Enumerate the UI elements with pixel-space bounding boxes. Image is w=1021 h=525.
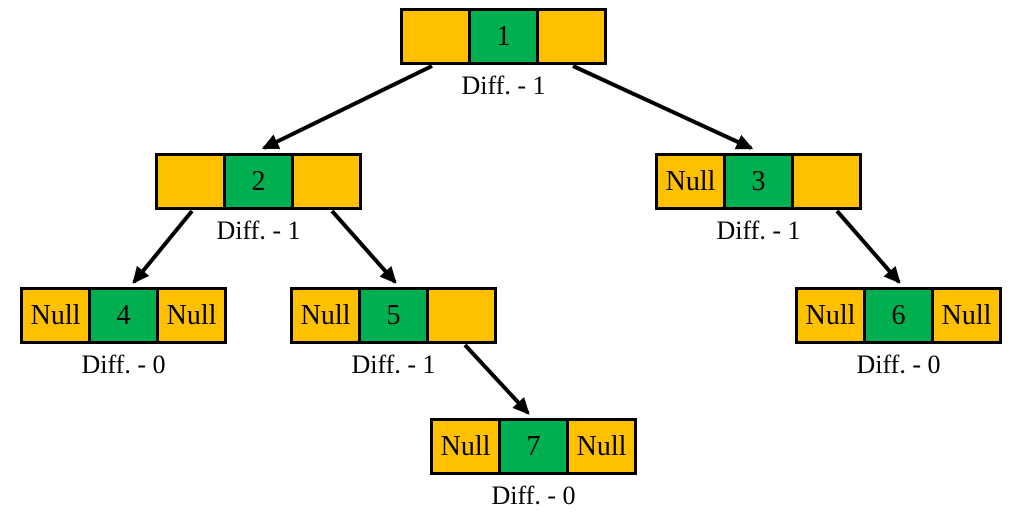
left-pointer-cell: Null	[798, 290, 863, 341]
right-pointer-cell: Null	[934, 290, 999, 341]
left-pointer-cell	[403, 11, 468, 62]
value-cell: 7	[498, 421, 569, 472]
tree-node-2: 2	[155, 153, 362, 210]
diff-label-node-7: Diff. - 0	[491, 481, 576, 510]
value-cell: 2	[223, 156, 294, 207]
value-cell: 4	[88, 290, 159, 341]
value-cell: 1	[468, 11, 539, 62]
right-pointer-cell: Null	[159, 290, 224, 341]
right-pointer-cell: Null	[569, 421, 634, 472]
left-pointer-cell: Null	[23, 290, 88, 341]
left-pointer-cell: Null	[433, 421, 498, 472]
diff-label-node-3: Diff. - 1	[716, 216, 801, 245]
left-pointer-cell: Null	[293, 290, 358, 341]
value-cell: 3	[723, 156, 794, 207]
right-pointer-cell	[429, 290, 494, 341]
left-pointer-cell: Null	[658, 156, 723, 207]
diff-label-node-1: Diff. - 1	[461, 71, 546, 100]
value-cell: 6	[863, 290, 934, 341]
diff-label-node-6: Diff. - 0	[856, 350, 941, 379]
diff-label-node-5: Diff. - 1	[351, 350, 436, 379]
diff-label-node-4: Diff. - 0	[81, 350, 166, 379]
left-pointer-cell	[158, 156, 223, 207]
tree-node-1: 1	[400, 8, 607, 65]
diff-label-node-2: Diff. - 1	[216, 216, 301, 245]
right-pointer-cell	[539, 11, 604, 62]
right-pointer-cell	[294, 156, 359, 207]
right-pointer-cell	[794, 156, 859, 207]
value-cell: 5	[358, 290, 429, 341]
